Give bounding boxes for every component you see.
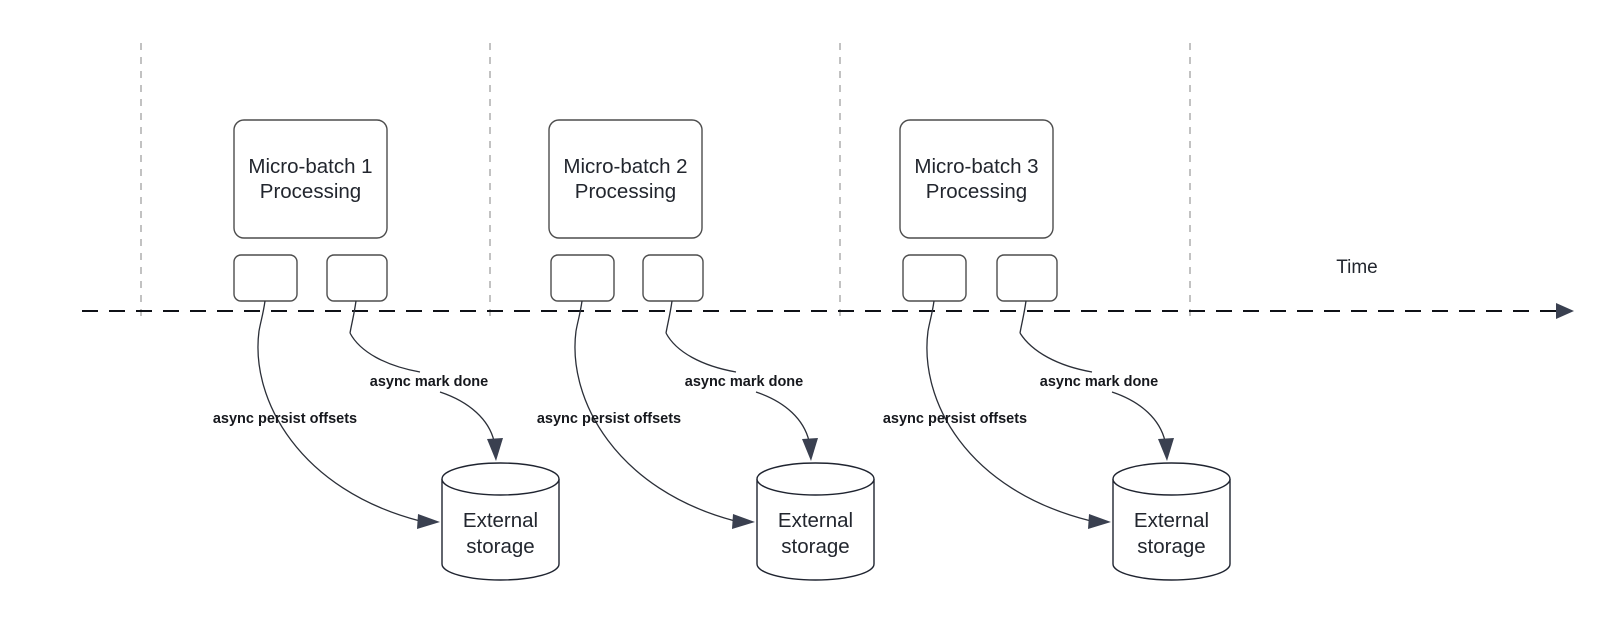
- external-storage-3-body: [1112, 479, 1231, 581]
- tick-line-group: [140, 43, 1191, 323]
- async-persist-offsets-3-label: async persist offsets: [883, 411, 1027, 427]
- async-persist-offsets-2-path: [574, 330, 736, 522]
- task-box-2b[interactable]: [642, 254, 704, 302]
- async-mark-done-2-arrowhead: [802, 438, 818, 461]
- micro-batch-1-title-line1: Micro-batch 1: [248, 155, 372, 178]
- external-storage-3-top: [1112, 462, 1231, 496]
- external-storage-2-label-line2: storage: [781, 535, 849, 558]
- task-box-2a[interactable]: [550, 254, 615, 302]
- async-mark-done-3-path: [1019, 332, 1093, 373]
- micro-batch-1-group: Micro-batch 1 Processing External storag…: [213, 119, 560, 581]
- task-box-3a[interactable]: [902, 254, 967, 302]
- external-storage-3-label-line1: External: [1134, 509, 1209, 532]
- task-box-3b[interactable]: [996, 254, 1058, 302]
- external-storage-1-top: [441, 462, 560, 496]
- async-persist-offsets-2-arrowhead: [732, 514, 755, 529]
- async-persist-offsets-3-arrowhead: [1088, 514, 1111, 529]
- micro-batch-3-group: Micro-batch 3 Processing External storag…: [883, 119, 1231, 581]
- time-arrow-icon: [1556, 303, 1574, 319]
- micro-batch-2-group: Micro-batch 2 Processing External storag…: [537, 119, 875, 581]
- task-box-1b-stub: [349, 300, 357, 334]
- time-axis: [82, 303, 1574, 319]
- async-persist-offsets-1-path: [257, 330, 421, 522]
- async-mark-done-1-path: [349, 332, 421, 373]
- external-storage-1-label-line2: storage: [466, 535, 534, 558]
- external-storage-1-label-line1: External: [463, 509, 538, 532]
- external-storage-1[interactable]: External storage: [441, 462, 560, 581]
- task-box-1a-stub: [258, 300, 266, 332]
- external-storage-2-label-line1: External: [778, 509, 853, 532]
- micro-batch-2-title-line1: Micro-batch 2: [563, 155, 687, 178]
- task-box-2b-stub: [665, 300, 673, 334]
- micro-batch-1-box[interactable]: [233, 119, 388, 239]
- external-storage-2[interactable]: External storage: [756, 462, 875, 581]
- task-box-1a[interactable]: [233, 254, 298, 302]
- external-storage-3-label-line2: storage: [1137, 535, 1205, 558]
- async-mark-done-3-path-tail: [1111, 391, 1166, 442]
- task-box-2a-stub: [575, 300, 583, 332]
- async-mark-done-1-label: async mark done: [370, 374, 488, 390]
- task-box-3b-stub: [1019, 300, 1027, 334]
- async-mark-done-2-path-tail: [755, 391, 810, 442]
- async-persist-offsets-2-label: async persist offsets: [537, 411, 681, 427]
- micro-batch-2-box[interactable]: [548, 119, 703, 239]
- async-mark-done-2-path: [665, 332, 737, 373]
- async-persist-offsets-1-label: async persist offsets: [213, 411, 357, 427]
- async-persist-offsets-1-arrowhead: [417, 514, 440, 529]
- async-mark-done-1-path-tail: [439, 391, 495, 442]
- time-axis-label: Time: [1336, 257, 1378, 278]
- external-storage-2-top: [756, 462, 875, 496]
- external-storage-3[interactable]: External storage: [1112, 462, 1231, 581]
- task-box-3a-stub: [927, 300, 935, 332]
- external-storage-1-body: [441, 479, 560, 581]
- micro-batch-3-title-line2: Processing: [926, 180, 1027, 203]
- micro-batch-2-title-line2: Processing: [575, 180, 676, 203]
- async-persist-offsets-3-path: [926, 330, 1092, 522]
- external-storage-2-body: [756, 479, 875, 581]
- async-mark-done-3-label: async mark done: [1040, 374, 1158, 390]
- micro-batch-3-title-line1: Micro-batch 3: [914, 155, 1038, 178]
- async-mark-done-1-arrowhead: [487, 438, 503, 461]
- async-mark-done-2-label: async mark done: [685, 374, 803, 390]
- micro-batch-3-box[interactable]: [899, 119, 1054, 239]
- micro-batch-1-title-line2: Processing: [260, 180, 361, 203]
- task-box-1b[interactable]: [326, 254, 388, 302]
- async-mark-done-3-arrowhead: [1158, 438, 1174, 461]
